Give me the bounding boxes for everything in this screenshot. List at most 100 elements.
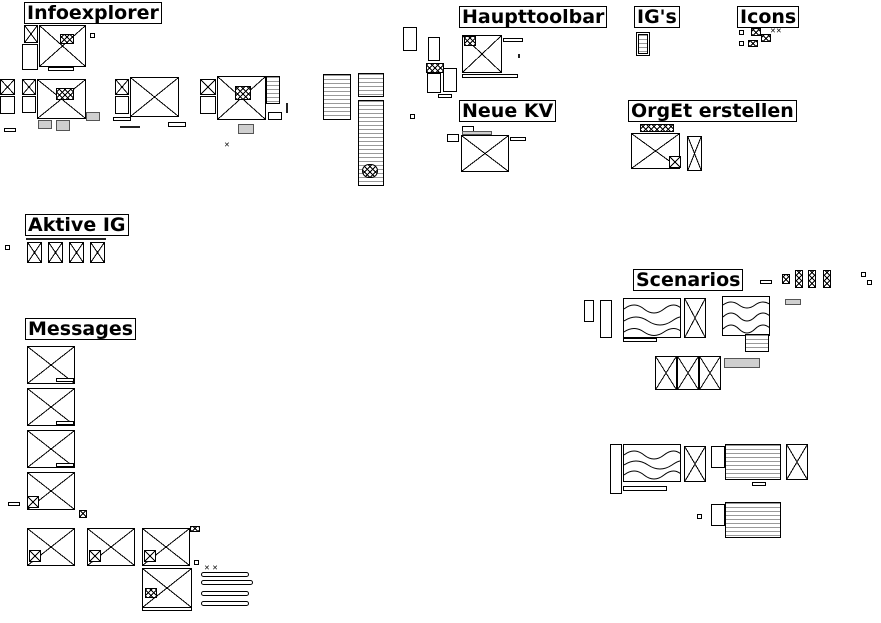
placeholder-image xyxy=(24,25,38,43)
pattern-block xyxy=(60,34,74,44)
scenario-map xyxy=(623,298,681,338)
marker-square xyxy=(194,560,199,565)
scenario-map xyxy=(722,296,770,336)
status-bar xyxy=(168,122,186,127)
scenario-card xyxy=(699,356,721,390)
pattern-icon xyxy=(79,510,87,518)
text-list xyxy=(745,334,769,352)
side-panel xyxy=(403,27,417,51)
status-bar xyxy=(623,486,667,491)
info-box xyxy=(785,299,801,305)
message-pill xyxy=(201,580,253,585)
marker-square xyxy=(739,41,744,46)
side-placeholder xyxy=(786,444,808,480)
text-list xyxy=(725,502,781,538)
title-infoexplorer: Infoexplorer xyxy=(24,2,162,24)
placeholder-image xyxy=(0,79,15,95)
text-list xyxy=(725,444,781,480)
info-box xyxy=(86,112,100,121)
marker-square xyxy=(410,114,415,119)
pattern-icon xyxy=(751,28,761,36)
marker-square xyxy=(861,272,866,277)
scenario-card xyxy=(655,356,677,390)
status-bar xyxy=(4,128,16,132)
scenario-map xyxy=(623,444,681,482)
placeholder-image xyxy=(22,79,36,95)
marker-square xyxy=(867,280,872,285)
side-panel xyxy=(428,37,440,61)
toolbar-bar xyxy=(760,280,772,284)
pattern-block xyxy=(235,86,251,100)
message-placeholder xyxy=(27,388,75,426)
title-icons: Icons xyxy=(737,6,800,28)
info-box xyxy=(724,358,760,368)
cross-marker: ✕ ✕ xyxy=(204,564,218,572)
message-status xyxy=(56,421,74,425)
scenario-card xyxy=(677,356,699,390)
side-panel xyxy=(711,504,725,526)
side-panel xyxy=(600,300,612,338)
message-status xyxy=(8,502,20,506)
side-panel xyxy=(427,73,441,93)
side-panel xyxy=(200,96,216,114)
marker-square xyxy=(697,514,702,519)
text-list xyxy=(266,76,280,104)
main-view-placeholder xyxy=(217,76,266,120)
status-bar xyxy=(268,112,282,120)
side-placeholder xyxy=(684,446,706,482)
info-box xyxy=(38,120,52,129)
title-orget-erstellen: OrgEt erstellen xyxy=(628,100,797,122)
pattern-icon xyxy=(748,40,758,47)
status-bar xyxy=(438,94,452,98)
placeholder-image xyxy=(669,156,681,168)
pattern-icon xyxy=(808,270,816,288)
message-status xyxy=(142,607,192,611)
side-panel xyxy=(447,134,459,142)
pattern-block xyxy=(640,124,674,132)
pattern-block xyxy=(362,164,378,178)
message-pill xyxy=(201,572,249,577)
cross-marker: ✕✕ xyxy=(770,27,782,35)
title-aktive-ig: Aktive IG xyxy=(25,214,129,236)
text-list xyxy=(638,34,648,54)
placeholder-image xyxy=(200,79,216,95)
side-panel xyxy=(584,300,594,322)
status-bar xyxy=(48,67,74,71)
text-list xyxy=(358,73,384,97)
side-panel xyxy=(22,44,38,70)
divider xyxy=(286,103,288,113)
side-panel xyxy=(115,96,129,114)
status-bar xyxy=(752,482,766,486)
title-neue-kv: Neue KV xyxy=(459,100,557,122)
side-panel xyxy=(22,96,36,113)
message-placeholder xyxy=(27,528,75,566)
pattern-icon xyxy=(795,270,803,288)
message-status xyxy=(56,378,74,382)
side-placeholder xyxy=(687,136,702,171)
pattern-block xyxy=(426,63,444,73)
title-haupttoolbar: Haupttoolbar xyxy=(459,6,608,28)
side-panel xyxy=(443,68,457,92)
side-panel xyxy=(610,444,622,494)
title-messages: Messages xyxy=(25,318,137,340)
main-view-placeholder xyxy=(130,77,179,117)
message-thumb xyxy=(29,550,41,562)
pattern-icon xyxy=(145,588,157,598)
marker-square xyxy=(739,30,744,35)
placeholder-image xyxy=(115,79,129,95)
ig-card xyxy=(69,242,84,263)
message-pill xyxy=(201,591,249,596)
info-box xyxy=(238,124,254,134)
message-pill xyxy=(201,601,249,606)
pattern-icon xyxy=(761,34,771,42)
pattern-block xyxy=(56,88,74,100)
main-view-placeholder xyxy=(39,25,86,67)
header-bar xyxy=(462,131,492,135)
side-panel xyxy=(711,446,725,468)
text-list xyxy=(323,74,351,120)
pattern-icon xyxy=(782,274,790,284)
pattern-icon xyxy=(190,526,200,532)
divider xyxy=(120,126,140,128)
ig-card xyxy=(48,242,63,263)
marker-square xyxy=(5,245,10,250)
